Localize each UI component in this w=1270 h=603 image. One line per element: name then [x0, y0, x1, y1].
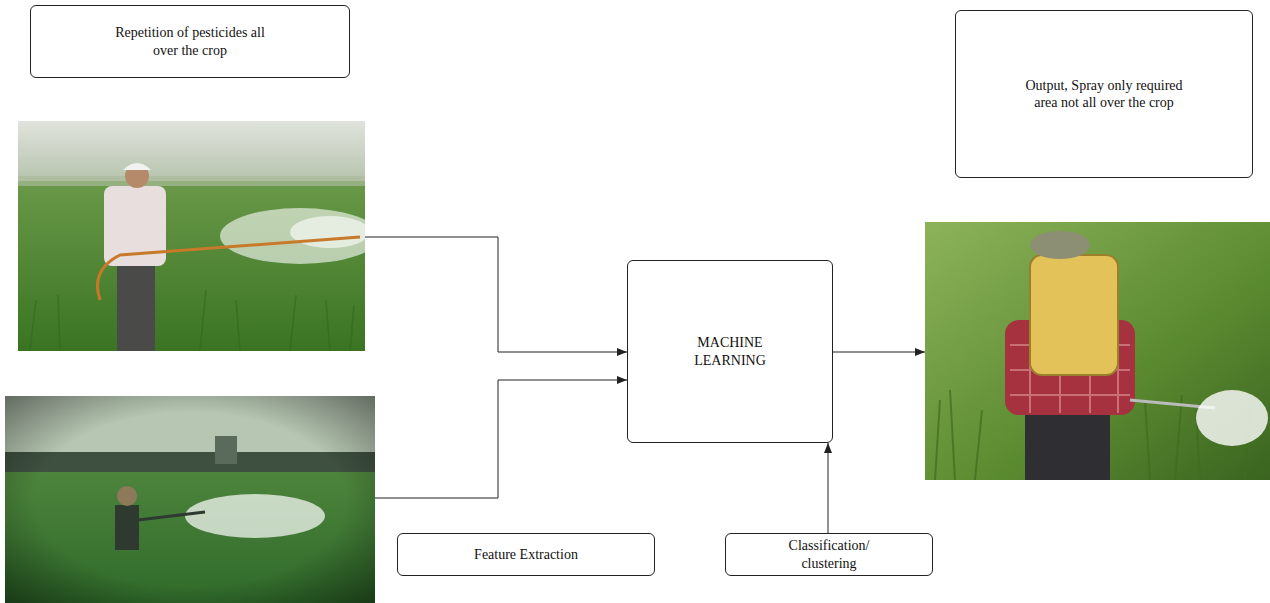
box-label: MACHINE LEARNING	[685, 334, 775, 369]
photo-vignette	[5, 396, 375, 603]
box-label: Classification/ clustering	[769, 537, 889, 572]
spray-hose	[98, 237, 361, 300]
spraying-photo	[5, 396, 375, 603]
person-hat	[1030, 231, 1090, 259]
photo-sky	[18, 121, 365, 181]
photo-field	[5, 396, 375, 603]
connector-arrow	[828, 443, 829, 533]
box-label: Output, Spray only required area not all…	[1024, 77, 1184, 112]
input-arrow	[375, 380, 627, 498]
box-label: Repetition of pesticides all over the cr…	[115, 24, 265, 59]
output-arrow	[833, 352, 925, 353]
spraying-photo	[18, 121, 380, 351]
note-box: Repetition of pesticides all over the cr…	[30, 5, 350, 78]
step-box: Feature Extraction	[397, 533, 655, 576]
process-box: MACHINE LEARNING	[627, 260, 833, 443]
spray-mist	[290, 216, 370, 248]
step-box: Classification/ clustering	[725, 533, 933, 576]
backpack-tank	[1030, 255, 1118, 375]
spray-mist	[1196, 390, 1268, 446]
box-label: Feature Extraction	[474, 546, 578, 564]
input-arrow	[365, 237, 627, 352]
grass-strokes	[30, 290, 354, 351]
person-legs	[117, 262, 155, 351]
output-box: Output, Spray only required area not all…	[955, 10, 1253, 178]
photo-haze	[18, 176, 365, 186]
spraying-photo	[925, 222, 1270, 480]
photo-background	[925, 222, 1270, 480]
person-cap	[123, 163, 151, 170]
